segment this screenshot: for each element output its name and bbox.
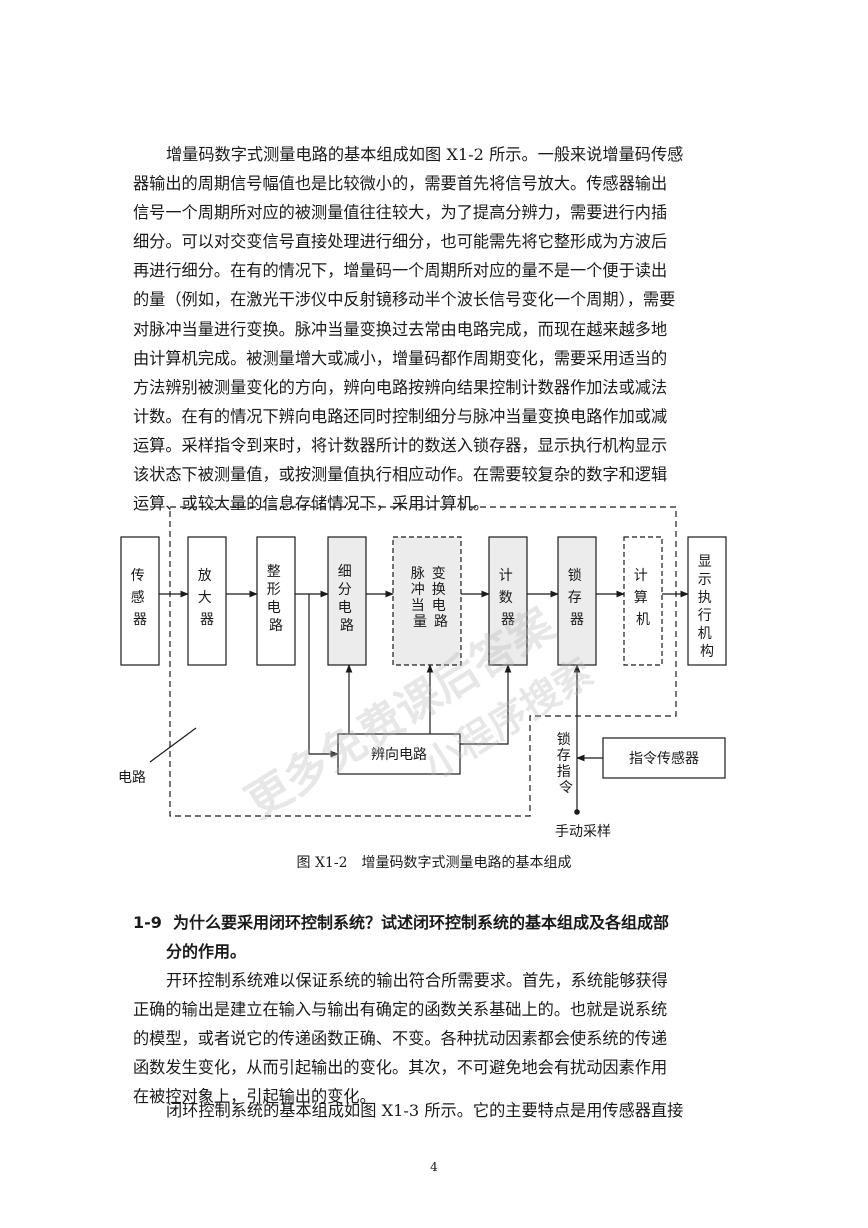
figure-caption: 图 X1-2 增量码数字式测量电路的基本组成	[296, 855, 572, 871]
manual-sampling-terminal	[574, 809, 580, 815]
text-line: 的量（例如，在激光干涉仪中反射镜移动半个波长信号变化一个周期），需要	[133, 290, 676, 310]
display-label: 显 示 执 行 机 构	[698, 554, 716, 660]
text-line: 对脉冲当量进行变换。脉冲当量变换过去常由电路完成，而现在越来越多地	[133, 319, 668, 339]
subdivision-label: 细 分 电 路	[338, 564, 356, 634]
circuit-label: 电路	[118, 770, 146, 786]
paragraph-1: 增量码数字式测量电路的基本组成如图 X1-2 所示。一般来说增量码传感 器输出的…	[133, 140, 733, 518]
text-line: 增量码数字式测量电路的基本组成如图 X1-2 所示。一般来说增量码传感	[166, 145, 684, 164]
question-heading: 1-9 为什么要采用闭环控制系统？试述闭环控制系统的基本组成及各组成部 分的作用…	[133, 908, 733, 966]
pulse-block	[392, 536, 462, 666]
counter-block	[488, 536, 528, 666]
computer-label: 计 算 机	[634, 568, 652, 628]
block-diagram: 传 感 器 放 大 器 整 形 电 路 细 分 电 路 脉 冲 当 量 变	[118, 506, 727, 840]
page-number: 4	[430, 1160, 438, 1174]
circuit-leader	[149, 727, 197, 763]
text-line: 运算、或较大量的信息存储情况下，采用计算机。	[133, 494, 490, 514]
text-line: 函数发生变化，从而引起输出的变化。其次，不可避免地会有扰动因素作用	[133, 1058, 668, 1078]
amplifier-block	[187, 536, 227, 666]
text-line: 开环控制系统难以保证系统的输出符合所需要求。首先，系统能够获得	[166, 971, 668, 990]
pulse-label-col2: 变 换 电 路	[432, 566, 450, 630]
manual-sampling-label: 手动采样	[555, 824, 611, 840]
pulse-label-col1: 脉 冲 当 量	[411, 566, 429, 630]
paragraph-3: 闭环控制系统的基本组成如图 X1-3 所示。它的主要特点是用传感器直接	[133, 1096, 733, 1125]
text-line: 的模型，或者说它的传递函数正确、不变。各种扰动因素都会使系统的传递	[133, 1029, 668, 1049]
display-block	[687, 536, 727, 666]
computer-block	[623, 536, 663, 666]
text-line: 信号一个周期所对应的被测量值往往较大，为了提高分辨力，需要进行内插	[133, 203, 668, 223]
text-line: 由计算机完成。被测量增大或减小，增量码都作周期变化，需要采用适当的	[133, 348, 668, 368]
shaping-label: 整 形 电 路	[267, 564, 285, 634]
question-text-line2: 分的作用。	[166, 942, 247, 961]
paragraph-2: 开环控制系统难以保证系统的输出符合所需要求。首先，系统能够获得 正确的输出是建立…	[133, 966, 733, 1111]
amplifier-label: 放 大 器	[198, 568, 216, 628]
text-line: 细分。可以对交变信号直接处理进行细分，也可能需先将它整形成为方波后	[133, 232, 668, 252]
counter-label: 计 数 器	[499, 568, 517, 628]
arrow	[460, 664, 512, 745]
text-line: 器输出的周期信号幅值也是比较微小的，需要首先将信号放大。传感器输出	[133, 174, 668, 194]
sensor-block	[120, 536, 160, 666]
latch-command-label: 锁 存 指 令	[557, 732, 575, 796]
shaping-block	[256, 536, 296, 666]
text-line: 计数。在有的情况下辨向电路还同时控制细分与脉冲当量变换电路作加或减	[133, 406, 668, 426]
subdivision-block	[327, 536, 367, 666]
text-line: 闭环控制系统的基本组成如图 X1-3 所示。它的主要特点是用传感器直接	[166, 1101, 684, 1120]
text-line: 正确的输出是建立在输入与输出有确定的函数关系基础上的。也就是说系统	[133, 1000, 668, 1020]
text-line: 在被控对象上，引起输出的变化。	[133, 1087, 376, 1107]
circuit-boundary	[169, 506, 677, 817]
text-line: 该状态下被测量值，或按测量值执行相应动作。在需要较复杂的数字和逻辑	[133, 465, 668, 485]
sensor-label: 传 感 器	[131, 568, 149, 628]
text-line: 运算。采样指令到来时，将计数器所计的数送入锁存器，显示执行机构显示	[133, 435, 668, 455]
latch-block	[557, 536, 597, 666]
text-line: 方法辨别被测量变化的方向，辨向电路按辨向结果控制计数器作加法或减法	[133, 377, 668, 397]
text-line: 再进行细分。在有的情况下，增量码一个周期所对应的量不是一个便于读出	[133, 261, 668, 281]
command-sensor-label: 指令传感器	[629, 750, 699, 767]
question-number: 1-9	[133, 913, 162, 932]
arrow	[308, 594, 339, 758]
latch-label: 锁 存 器	[568, 568, 586, 628]
question-text-line1: 为什么要采用闭环控制系统？试述闭环控制系统的基本组成及各组成部	[173, 913, 670, 932]
direction-label: 辨向电路	[371, 747, 427, 763]
